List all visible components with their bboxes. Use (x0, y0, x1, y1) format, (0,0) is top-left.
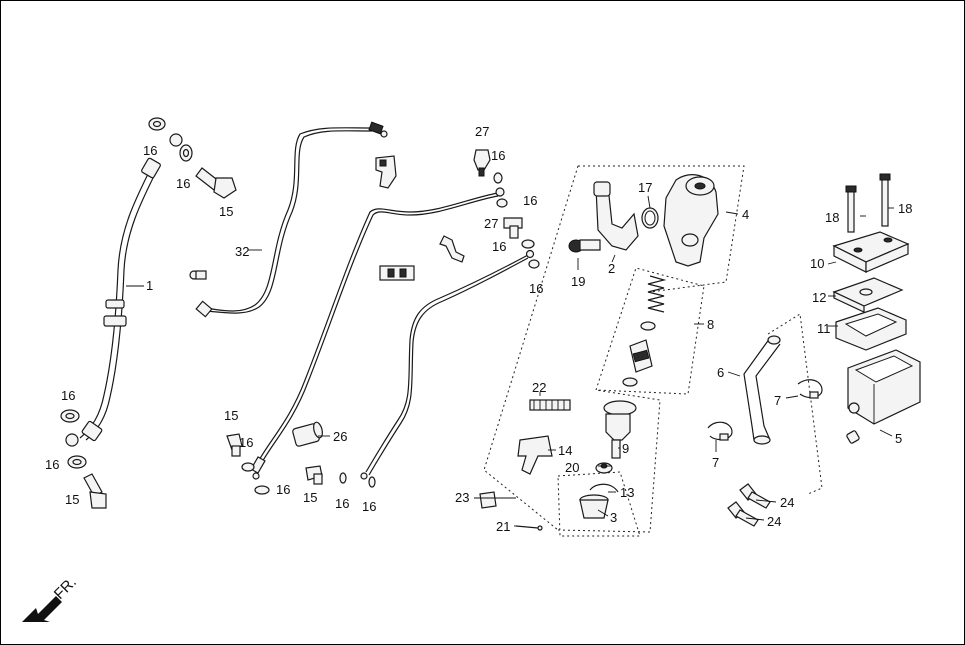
callout-16-l: 16 (362, 499, 376, 514)
callout-16-k: 16 (335, 496, 349, 511)
nut-20 (595, 462, 613, 474)
callout-16-h: 16 (529, 281, 543, 296)
callout-18-right: 18 (898, 201, 912, 216)
cap-10 (832, 231, 910, 273)
callout-15-left: 15 (65, 492, 79, 507)
callout-16-c: 16 (61, 388, 75, 403)
callout-17: 17 (638, 180, 652, 195)
boot-3 (579, 494, 609, 519)
brake-pipe-lower (360, 249, 535, 480)
callout-7-lower: 7 (712, 455, 719, 470)
callout-27-lower: 27 (484, 216, 498, 231)
bleeder-bolt-27-upper (473, 149, 491, 177)
reservoir-hose-6 (743, 335, 781, 445)
callout-20: 20 (565, 460, 579, 475)
callout-24-lower: 24 (767, 514, 781, 529)
callout-23: 23 (455, 490, 469, 505)
callout-27-upper: 27 (475, 124, 489, 139)
piston-spring (640, 275, 667, 331)
reservoir-5 (846, 349, 921, 444)
callout-2: 2 (608, 261, 615, 276)
callout-24-upper: 24 (780, 495, 794, 510)
plate-12 (832, 277, 904, 313)
hose-clip-7-lower (707, 421, 733, 441)
callout-14: 14 (558, 443, 572, 458)
diaphragm-11 (835, 307, 907, 351)
spring-22 (529, 399, 571, 411)
callout-1: 1 (146, 278, 153, 293)
screw-18-left (845, 185, 857, 233)
banjo-bolt-lower (83, 473, 107, 509)
bolt-27-lower (503, 217, 523, 239)
callout-8: 8 (707, 317, 714, 332)
callout-26: 26 (333, 429, 347, 444)
callout-18-left: 18 (825, 210, 839, 225)
hose-clip-7-upper (797, 379, 823, 399)
push-rod-9 (603, 400, 637, 459)
callout-16-j: 16 (276, 482, 290, 497)
leader-lines (126, 195, 894, 527)
banjo-bolt-15-lower (305, 465, 323, 485)
switch-bracket (375, 155, 397, 189)
callout-3: 3 (610, 510, 617, 525)
callout-21: 21 (496, 519, 510, 534)
callout-13: 13 (620, 485, 634, 500)
circlip-13 (589, 483, 619, 493)
callout-15-upper: 15 (219, 204, 233, 219)
callout-22: 22 (532, 380, 546, 395)
callout-32: 32 (235, 244, 249, 259)
bolt-19 (568, 239, 601, 253)
callout-7-upper: 7 (774, 393, 781, 408)
callout-15-lower: 15 (303, 490, 317, 505)
bolt-24-upper (739, 483, 771, 509)
callout-16-d: 16 (45, 457, 59, 472)
callout-11: 11 (817, 321, 831, 336)
bolt-24-lower (727, 501, 759, 527)
brake-pipe-upper (250, 187, 505, 480)
clevis-14 (517, 435, 553, 475)
screw-18-right (879, 173, 891, 227)
callout-4: 4 (742, 207, 749, 222)
callout-6: 6 (717, 365, 724, 380)
callout-5: 5 (895, 431, 902, 446)
callout-16-i: 16 (239, 435, 253, 450)
callout-16-b: 16 (176, 176, 190, 191)
plate-23 (479, 491, 497, 509)
callout-16-g: 16 (492, 239, 506, 254)
callout-16-f: 16 (523, 193, 537, 208)
washer-group-left (60, 117, 193, 469)
bushing-26 (292, 421, 323, 447)
brake-hose-1 (65, 133, 183, 447)
callout-15-mid: 15 (224, 408, 238, 423)
banjo-bolt-upper (195, 167, 237, 199)
banjo-bolt-15-mid (226, 433, 243, 457)
piston-assembly (622, 339, 653, 387)
front-direction-arrow (22, 596, 62, 622)
switch-cable-32 (189, 121, 388, 318)
pin-21 (515, 525, 543, 531)
master-cylinder-body (663, 174, 719, 267)
callout-19: 19 (571, 274, 585, 289)
washer-group-mid (241, 172, 540, 495)
o-ring-17 (641, 207, 659, 229)
callout-16-e: 16 (491, 148, 505, 163)
callout-10: 10 (810, 256, 824, 271)
callout-12: 12 (812, 290, 826, 305)
clip-bracket (439, 235, 465, 263)
hose-clamp-block (379, 265, 415, 281)
callout-9: 9 (622, 441, 629, 456)
callout-16-a: 16 (143, 143, 157, 158)
hose-joint-2 (593, 181, 639, 251)
